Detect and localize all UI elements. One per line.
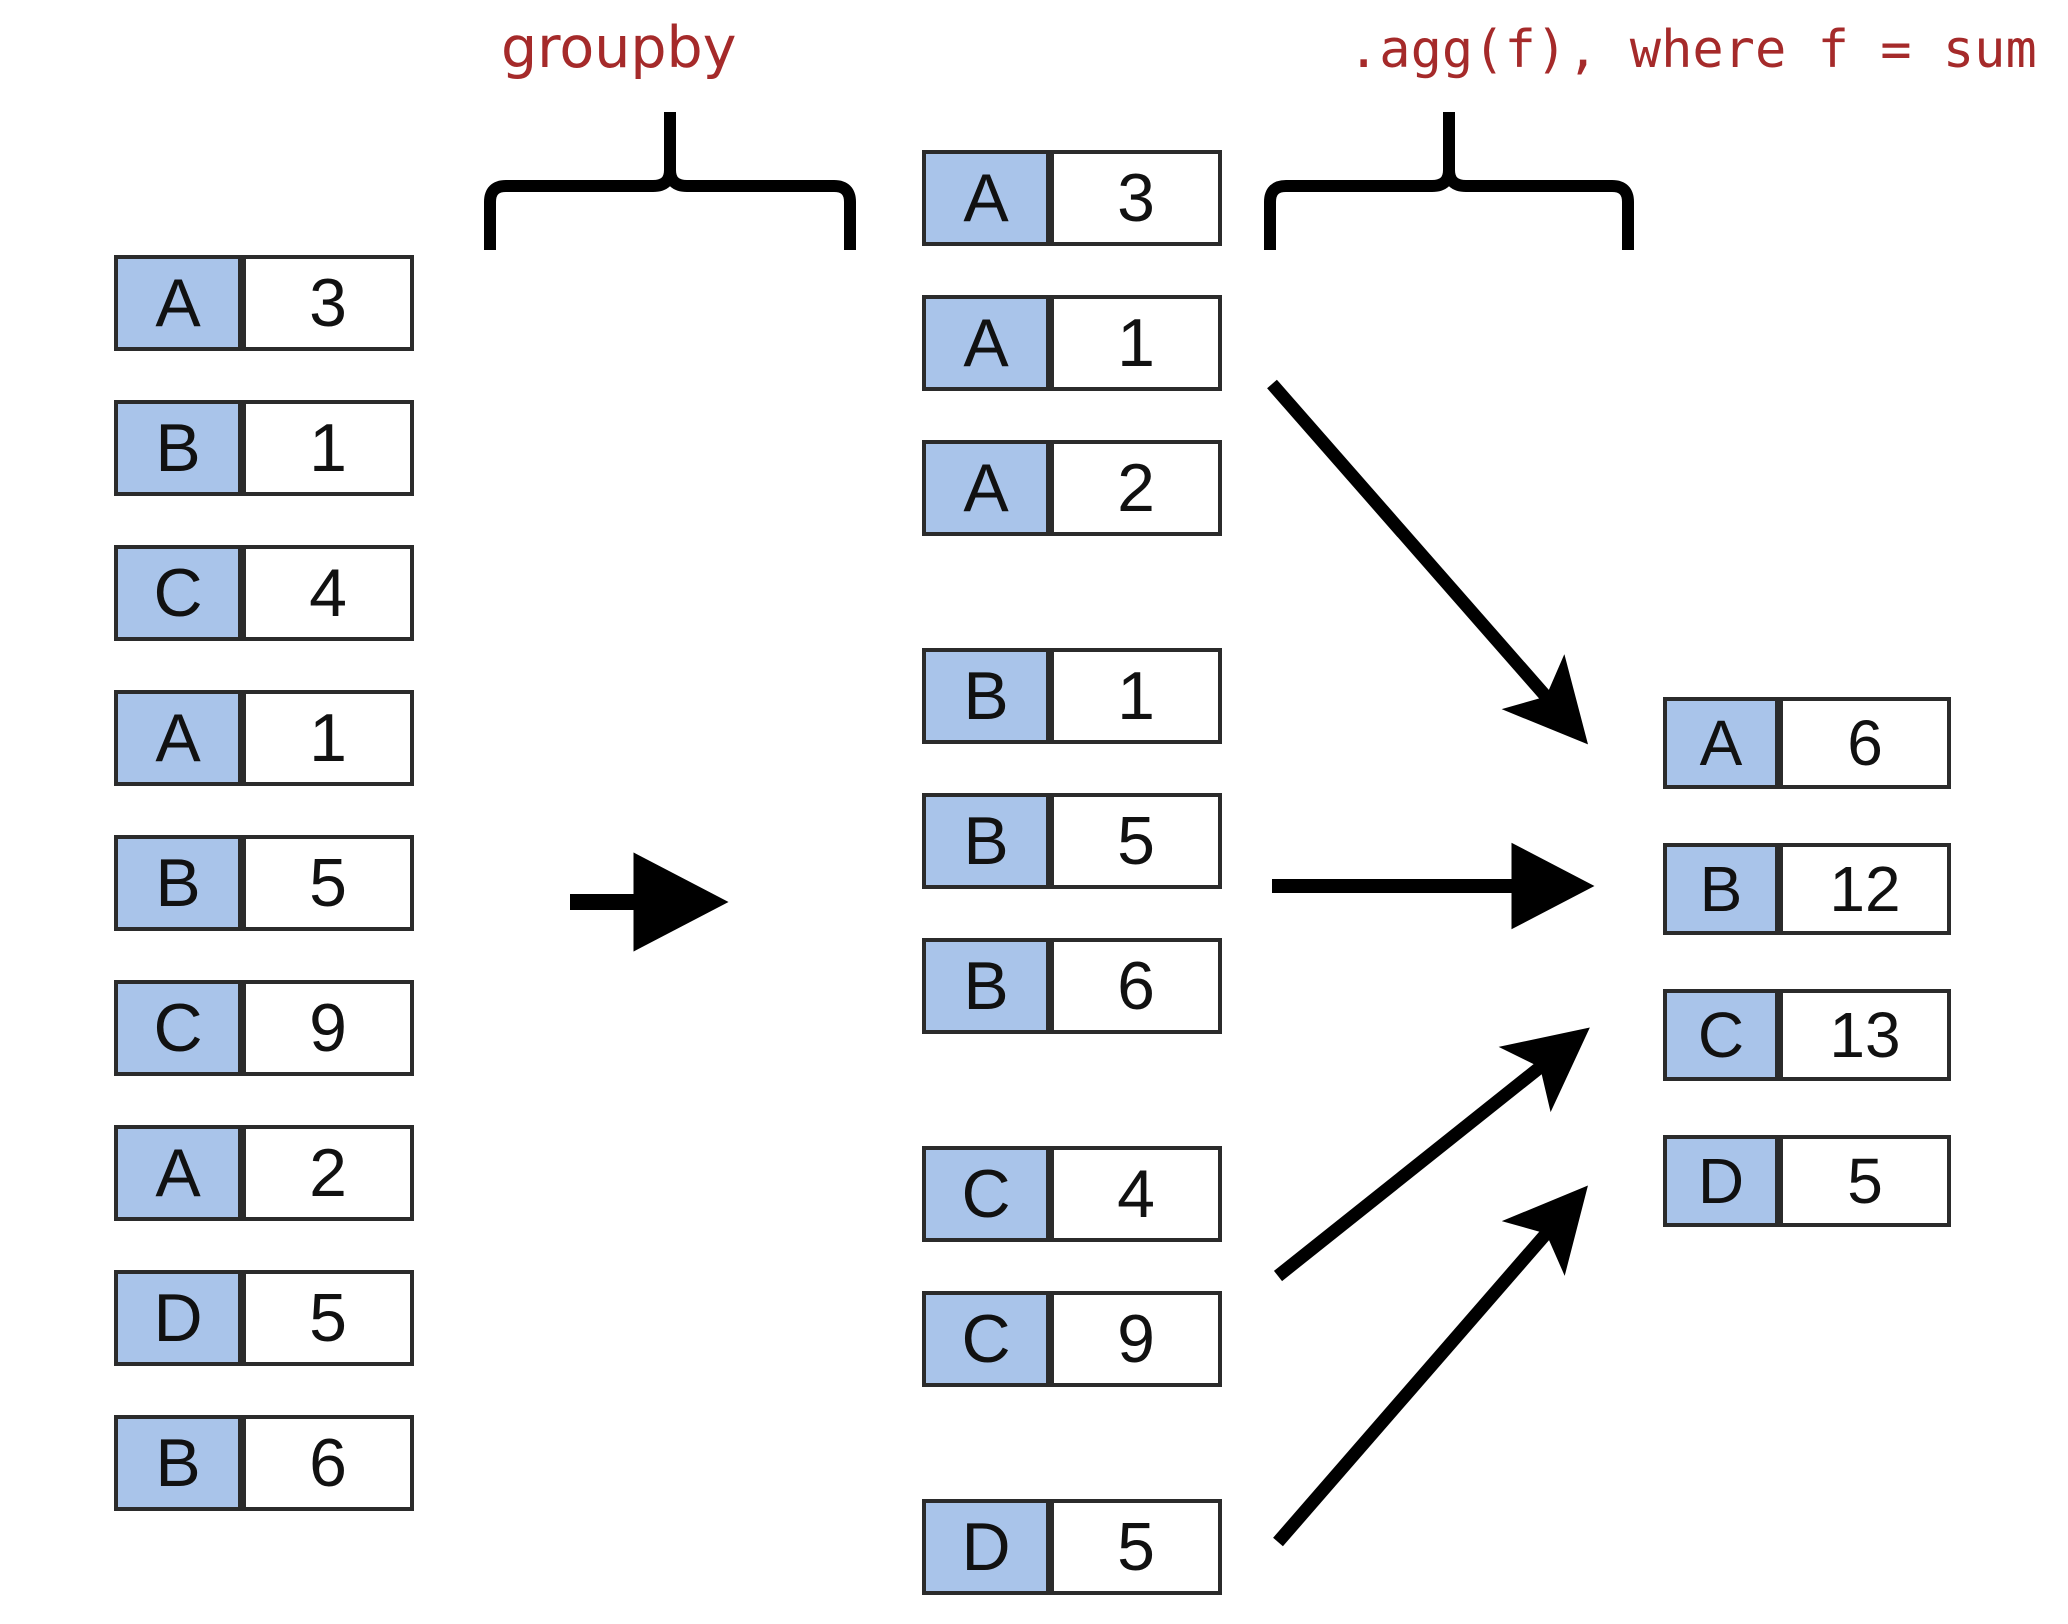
table-row: A 2 bbox=[922, 440, 1222, 536]
table-row: C 13 bbox=[1663, 989, 1951, 1081]
key-cell: C bbox=[922, 1291, 1050, 1387]
table-row: D 5 bbox=[922, 1499, 1222, 1595]
table-row: A 1 bbox=[114, 690, 414, 786]
value-cell: 6 bbox=[242, 1415, 414, 1511]
table-row: A 3 bbox=[922, 150, 1222, 246]
key-cell: A bbox=[922, 440, 1050, 536]
value-cell: 1 bbox=[1050, 295, 1222, 391]
value-cell: 13 bbox=[1779, 989, 1951, 1081]
key-cell: B bbox=[114, 1415, 242, 1511]
key-cell: D bbox=[114, 1270, 242, 1366]
table-row: C 4 bbox=[114, 545, 414, 641]
value-cell: 1 bbox=[242, 400, 414, 496]
key-cell: A bbox=[922, 150, 1050, 246]
table-row: B 5 bbox=[114, 835, 414, 931]
agg-brace bbox=[1264, 112, 1634, 250]
value-cell: 4 bbox=[242, 545, 414, 641]
table-row: A 3 bbox=[114, 255, 414, 351]
key-cell: C bbox=[1663, 989, 1779, 1081]
value-cell: 4 bbox=[1050, 1146, 1222, 1242]
key-cell: C bbox=[922, 1146, 1050, 1242]
key-cell: B bbox=[922, 793, 1050, 889]
key-cell: A bbox=[114, 690, 242, 786]
agg-arrow-c bbox=[1273, 1027, 1590, 1282]
value-cell: 12 bbox=[1779, 843, 1951, 935]
groupby-label: groupby bbox=[501, 15, 737, 81]
key-cell: A bbox=[114, 1125, 242, 1221]
value-cell: 6 bbox=[1050, 938, 1222, 1034]
agg-arrow-a bbox=[1267, 379, 1588, 745]
value-cell: 5 bbox=[1779, 1135, 1951, 1227]
table-row: C 9 bbox=[114, 980, 414, 1076]
key-cell: C bbox=[114, 545, 242, 641]
value-cell: 5 bbox=[1050, 1499, 1222, 1595]
table-row: B 1 bbox=[114, 400, 414, 496]
agg-label: .agg(f), where f = sum bbox=[1348, 20, 2037, 80]
key-cell: B bbox=[922, 648, 1050, 744]
value-cell: 5 bbox=[1050, 793, 1222, 889]
table-row: B 1 bbox=[922, 648, 1222, 744]
value-cell: 2 bbox=[242, 1125, 414, 1221]
table-row: C 4 bbox=[922, 1146, 1222, 1242]
value-cell: 2 bbox=[1050, 440, 1222, 536]
groupby-brace bbox=[484, 112, 856, 250]
key-cell: D bbox=[1663, 1135, 1779, 1227]
key-cell: A bbox=[114, 255, 242, 351]
key-cell: C bbox=[114, 980, 242, 1076]
value-cell: 3 bbox=[1050, 150, 1222, 246]
key-cell: B bbox=[1663, 843, 1779, 935]
table-row: B 6 bbox=[922, 938, 1222, 1034]
table-row: D 5 bbox=[1663, 1135, 1951, 1227]
table-row: B 6 bbox=[114, 1415, 414, 1511]
value-cell: 9 bbox=[242, 980, 414, 1076]
table-row: A 2 bbox=[114, 1125, 414, 1221]
table-row: A 6 bbox=[1663, 697, 1951, 789]
value-cell: 5 bbox=[242, 835, 414, 931]
value-cell: 3 bbox=[242, 255, 414, 351]
key-cell: D bbox=[922, 1499, 1050, 1595]
key-cell: A bbox=[1663, 697, 1779, 789]
table-row: C 9 bbox=[922, 1291, 1222, 1387]
agg-arrow-d bbox=[1273, 1185, 1588, 1547]
key-cell: B bbox=[114, 835, 242, 931]
key-cell: A bbox=[922, 295, 1050, 391]
value-cell: 5 bbox=[242, 1270, 414, 1366]
value-cell: 9 bbox=[1050, 1291, 1222, 1387]
key-cell: B bbox=[922, 938, 1050, 1034]
key-cell: B bbox=[114, 400, 242, 496]
table-row: D 5 bbox=[114, 1270, 414, 1366]
value-cell: 1 bbox=[1050, 648, 1222, 744]
table-row: B 12 bbox=[1663, 843, 1951, 935]
table-row: A 1 bbox=[922, 295, 1222, 391]
value-cell: 1 bbox=[242, 690, 414, 786]
value-cell: 6 bbox=[1779, 697, 1951, 789]
table-row: B 5 bbox=[922, 793, 1222, 889]
